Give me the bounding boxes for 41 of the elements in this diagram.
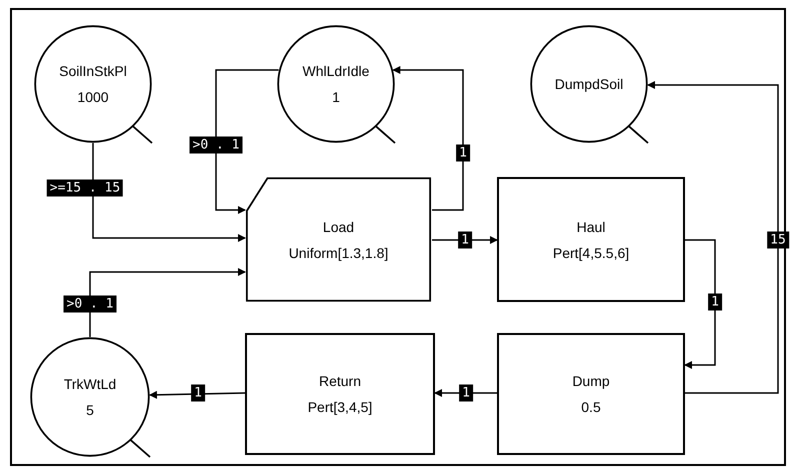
node-name: Load [322, 220, 354, 234]
node-value: 1000 [77, 90, 109, 104]
node-value: 0.5 [581, 400, 601, 414]
edge-label: 1 [708, 294, 722, 310]
edge-label: 1 [458, 232, 472, 248]
node-value: Pert[4,5.5,6] [552, 246, 630, 260]
arrow [647, 81, 779, 394]
arrow [89, 268, 246, 337]
arrow [392, 66, 464, 211]
arrow [432, 236, 498, 244]
state-circle [34, 25, 152, 143]
node-value: Pert[3,4,5] [308, 400, 372, 414]
node-value: 5 [86, 403, 94, 417]
arrow [434, 389, 497, 397]
edge-label: 15 [767, 232, 789, 248]
edge-label: >0 . 1 [64, 296, 116, 312]
edge-label: 1 [191, 384, 205, 402]
edge-label: >0 . 1 [190, 136, 242, 154]
state-circle [277, 25, 395, 143]
edge-label: 1 [456, 144, 470, 162]
activity-box [497, 333, 685, 455]
node-name: WhlLdrIdle [302, 64, 370, 78]
edge-label: >=15 . 15 [46, 180, 124, 196]
node-value: 1 [332, 90, 340, 104]
activity-box [245, 333, 435, 455]
node-name: Return [318, 374, 362, 388]
node-value: Uniform[1.3,1.8] [288, 246, 388, 260]
node-name: Dump [572, 374, 610, 388]
arrow [684, 239, 716, 369]
edge-label: 1 [459, 384, 473, 402]
state-circle [530, 25, 648, 143]
node-name: SoilInStkPl [59, 64, 127, 78]
node-name: DumpdSoil [554, 77, 624, 91]
arrow [92, 143, 246, 242]
node-name: Haul [576, 220, 606, 234]
arrow [148, 390, 246, 399]
activity-box [245, 177, 432, 302]
node-name: TrkWtLd [64, 377, 116, 391]
arrow [215, 69, 279, 214]
state-circle [30, 337, 150, 457]
activity-box [497, 177, 685, 302]
